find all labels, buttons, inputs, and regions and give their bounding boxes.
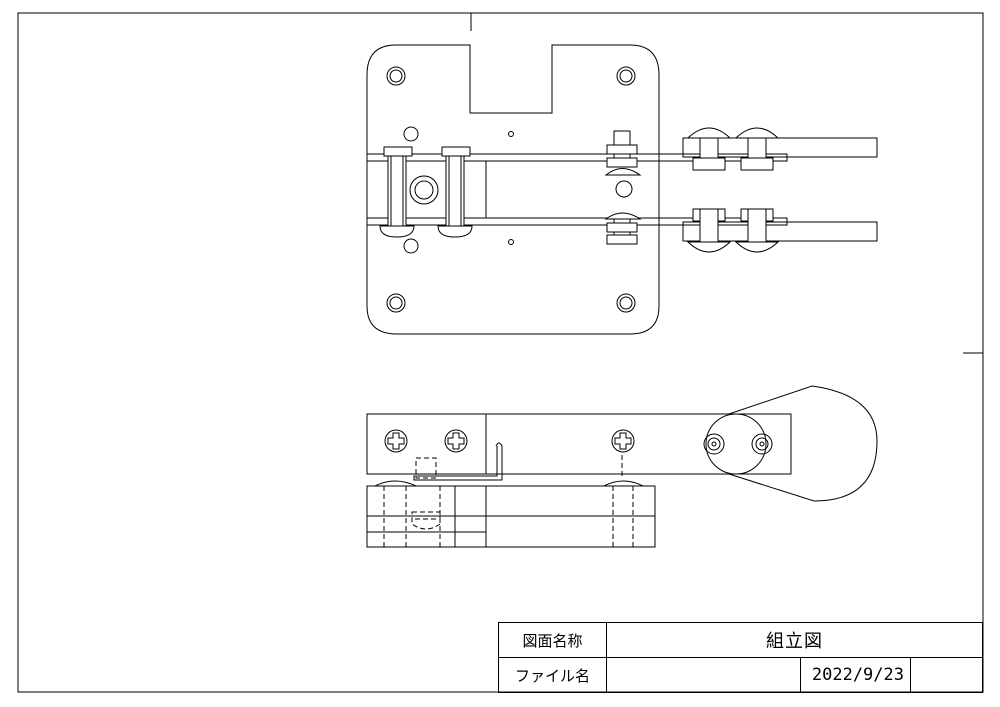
- pin-hole: [509, 132, 514, 137]
- screw-with-nut: [606, 213, 640, 244]
- title-block-blank-cell: [910, 657, 983, 693]
- small-hole: [404, 239, 418, 253]
- link-pin: [414, 443, 502, 480]
- title-block: 図面名称 組立図 ファイル名 2022/9/23: [498, 622, 983, 693]
- side-view: [367, 386, 877, 547]
- corner-hole: [617, 294, 635, 312]
- phillips-screw-icon: [612, 430, 634, 452]
- hidden-nut: [412, 512, 440, 529]
- handle-screw: [736, 128, 778, 170]
- corner-hole: [387, 67, 405, 85]
- drawing-date: 2022/9/23: [800, 657, 911, 693]
- screw-head-side: [604, 481, 643, 486]
- small-hole: [404, 127, 418, 141]
- cam-pivot: [706, 414, 766, 474]
- long-bolt: [380, 147, 414, 237]
- corner-hole: [387, 294, 405, 312]
- handle-screw: [736, 209, 778, 252]
- drawing-name-label: 図面名称: [498, 622, 607, 658]
- rivet-icon: [752, 434, 772, 454]
- corner-hole: [617, 67, 635, 85]
- arm-side: [486, 414, 791, 474]
- drawing-name: 組立図: [606, 622, 983, 658]
- center-hole: [616, 181, 632, 197]
- hinge-block: [367, 161, 486, 218]
- base-plate-outline: [367, 45, 659, 334]
- hinge-bushing-inner: [415, 181, 433, 199]
- hidden-screw: [416, 458, 436, 478]
- phillips-screw-icon: [385, 430, 407, 452]
- handle-upper: [683, 138, 877, 157]
- file-name-label: ファイル名: [498, 657, 607, 693]
- screw-with-nut: [606, 131, 640, 175]
- file-name: [606, 657, 801, 693]
- handle-lower: [683, 222, 877, 241]
- handle-screw: [688, 128, 730, 170]
- hinge-bushing: [410, 176, 438, 204]
- handle-screw: [688, 209, 730, 252]
- pin-hole: [509, 240, 514, 245]
- upper-block: [367, 414, 486, 474]
- long-bolt: [438, 147, 472, 237]
- phillips-screw-icon: [445, 430, 467, 452]
- rivet-icon: [704, 434, 724, 454]
- sheet-border: [18, 13, 983, 692]
- cam-lever: [729, 386, 877, 501]
- top-view: [367, 45, 877, 334]
- screw-head-side: [375, 481, 416, 486]
